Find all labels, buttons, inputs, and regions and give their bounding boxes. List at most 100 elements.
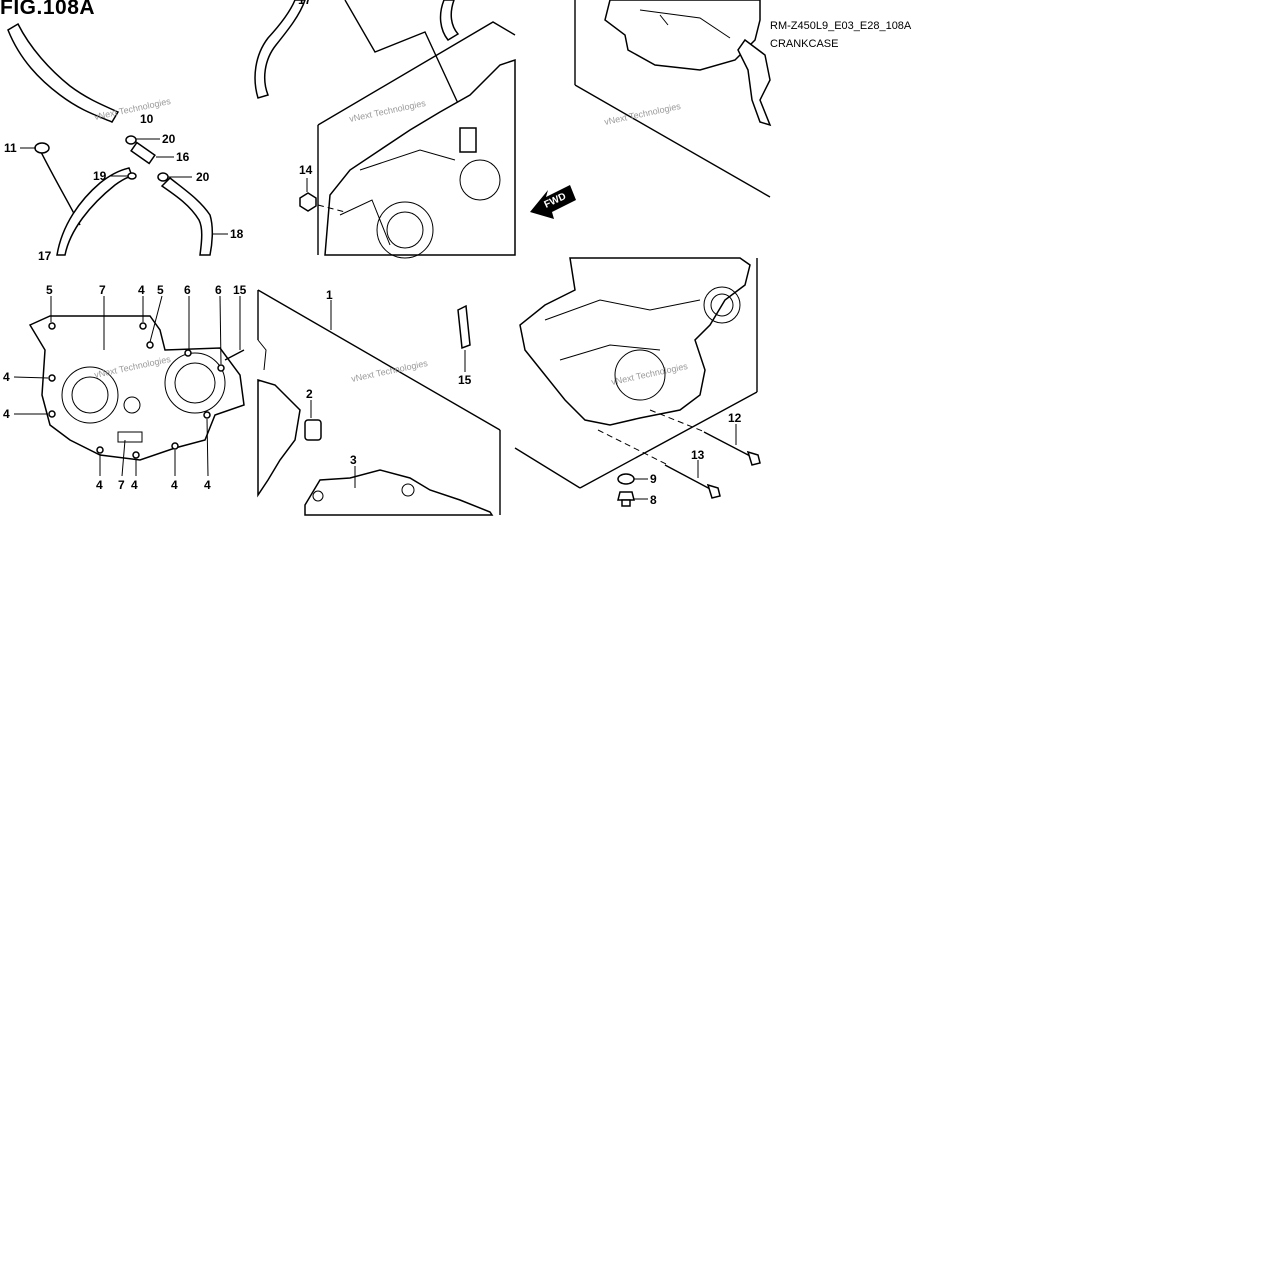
callout-16: 16 — [176, 150, 190, 164]
leader-6b — [219, 295, 222, 365]
callout-5a: 5 — [46, 283, 53, 297]
gasket-hole-a — [312, 490, 324, 502]
hose-17-lower — [56, 167, 133, 256]
inner-slot — [117, 431, 143, 443]
inner-bore-right — [164, 352, 226, 414]
fitting-16 — [130, 141, 156, 165]
box-edge-tr-bottom — [574, 84, 771, 198]
clip-19 — [127, 172, 137, 180]
stud-15 — [457, 304, 471, 350]
callout-7b: 7 — [118, 478, 125, 492]
callout-17a: 17 — [38, 249, 52, 263]
callout-19: 19 — [93, 169, 107, 183]
callout-7a: 7 — [99, 283, 106, 297]
dash-out-a — [597, 429, 669, 466]
callout-2: 2 — [306, 387, 313, 401]
hose-17-end — [439, 0, 460, 41]
bolt-13 — [664, 464, 721, 499]
stud-15-inner — [224, 349, 245, 361]
plug-8 — [617, 491, 635, 507]
breather-hose-10 — [7, 22, 120, 123]
diagram-name: CRANKCASE — [770, 38, 839, 50]
ring-20b — [157, 172, 169, 182]
callout-9: 9 — [650, 472, 657, 486]
hose-17-upper — [254, 0, 306, 99]
casting-detail-upper — [339, 149, 456, 246]
bearing-bore-upper-inner — [386, 211, 424, 249]
inner-bore-left-inner — [71, 376, 109, 414]
callout-18: 18 — [230, 227, 244, 241]
watermark-3: vNext Technologies — [603, 101, 682, 127]
callout-20a: 20 — [162, 132, 176, 146]
watermark-1: vNext Technologies — [93, 96, 172, 122]
watermark-5: vNext Technologies — [350, 358, 429, 384]
crankcase-inner-body — [28, 315, 245, 461]
inner-bore-left — [61, 366, 119, 424]
callout-11: 11 — [4, 141, 17, 155]
hose-18 — [160, 176, 214, 256]
callout-4b: 4 — [3, 370, 10, 384]
outer-bore-a-inner — [710, 293, 734, 317]
crankcase-left-half-edge — [257, 378, 301, 498]
callout-15b: 15 — [458, 373, 472, 387]
callout-10: 10 — [140, 112, 154, 126]
callout-8: 8 — [650, 493, 657, 507]
washer-9 — [617, 473, 635, 485]
callout-4e: 4 — [131, 478, 138, 492]
box-edge-out-left — [514, 447, 581, 489]
outer-bore-b — [614, 349, 666, 401]
clamp-11 — [34, 142, 50, 154]
inner-bore-right-inner — [174, 362, 216, 404]
leader-5b — [149, 295, 163, 343]
dowel-points — [48, 322, 225, 459]
tile-crankcase-assembly: 1 2 3 15 vNext Technologies — [257, 288, 501, 516]
callout-15a: 15 — [233, 283, 247, 297]
leader-4g — [206, 418, 209, 477]
tile-crankcase-top-right: vNext Technologies — [574, 0, 772, 198]
crankcase-upper-body — [324, 58, 516, 256]
ring-20a — [125, 135, 137, 145]
callout-4a: 4 — [138, 283, 145, 297]
inner-hole-center — [123, 396, 141, 414]
outer-bore-a — [703, 286, 741, 324]
tile-crankcase-upper: 17 14 vNext Technologies FWD — [254, 0, 576, 259]
figure-title: FIG.108A — [0, 0, 96, 19]
callout-4c: 4 — [3, 407, 10, 421]
fitting-upper — [459, 127, 477, 153]
callout-13: 13 — [691, 448, 705, 462]
crankcase-top-right-body — [604, 0, 761, 71]
callout-6a: 6 — [184, 283, 191, 297]
callout-4d: 4 — [96, 478, 103, 492]
nut-14 — [299, 192, 317, 212]
gasket-3 — [304, 469, 494, 516]
callout-1: 1 — [326, 288, 333, 302]
gasket-edge-tr — [737, 38, 772, 127]
leader-17b — [344, 0, 469, 126]
box-edge-out-bottom — [579, 391, 758, 489]
callout-6b: 6 — [215, 283, 222, 297]
callout-4g: 4 — [204, 478, 211, 492]
callout-17b: 17 — [298, 0, 312, 7]
gasket-hole-b — [401, 483, 415, 497]
callout-12: 12 — [728, 411, 742, 425]
callout-20b: 20 — [196, 170, 210, 184]
tile-crankcase-inner: 5 7 4 5 6 6 15 4 4 4 7 4 4 4 vNext Techn… — [3, 283, 247, 492]
casting-detail-tr — [639, 9, 731, 39]
casting-detail-out — [544, 299, 701, 361]
callout-5b: 5 — [157, 283, 164, 297]
leader-4b — [13, 376, 49, 379]
dowel-2 — [304, 419, 322, 441]
callout-4f: 4 — [171, 478, 178, 492]
bearing-bore-upper — [376, 201, 434, 259]
tile-crankcase-outer: 12 13 9 8 vNext Technologies — [514, 257, 761, 507]
dash-14 — [317, 204, 346, 213]
callout-3: 3 — [350, 453, 357, 467]
bearing-bore-upper-2 — [459, 159, 501, 201]
model-code: RM-Z450L9_E03_E28_108A — [770, 20, 912, 32]
tile-hoses: 11 10 20 16 19 20 18 17 vNext Technologi… — [4, 22, 244, 263]
bolt-12 — [703, 431, 761, 466]
leader-7b — [121, 439, 126, 477]
box-edge-asm-top — [257, 289, 501, 431]
box-edge-top — [317, 21, 516, 126]
